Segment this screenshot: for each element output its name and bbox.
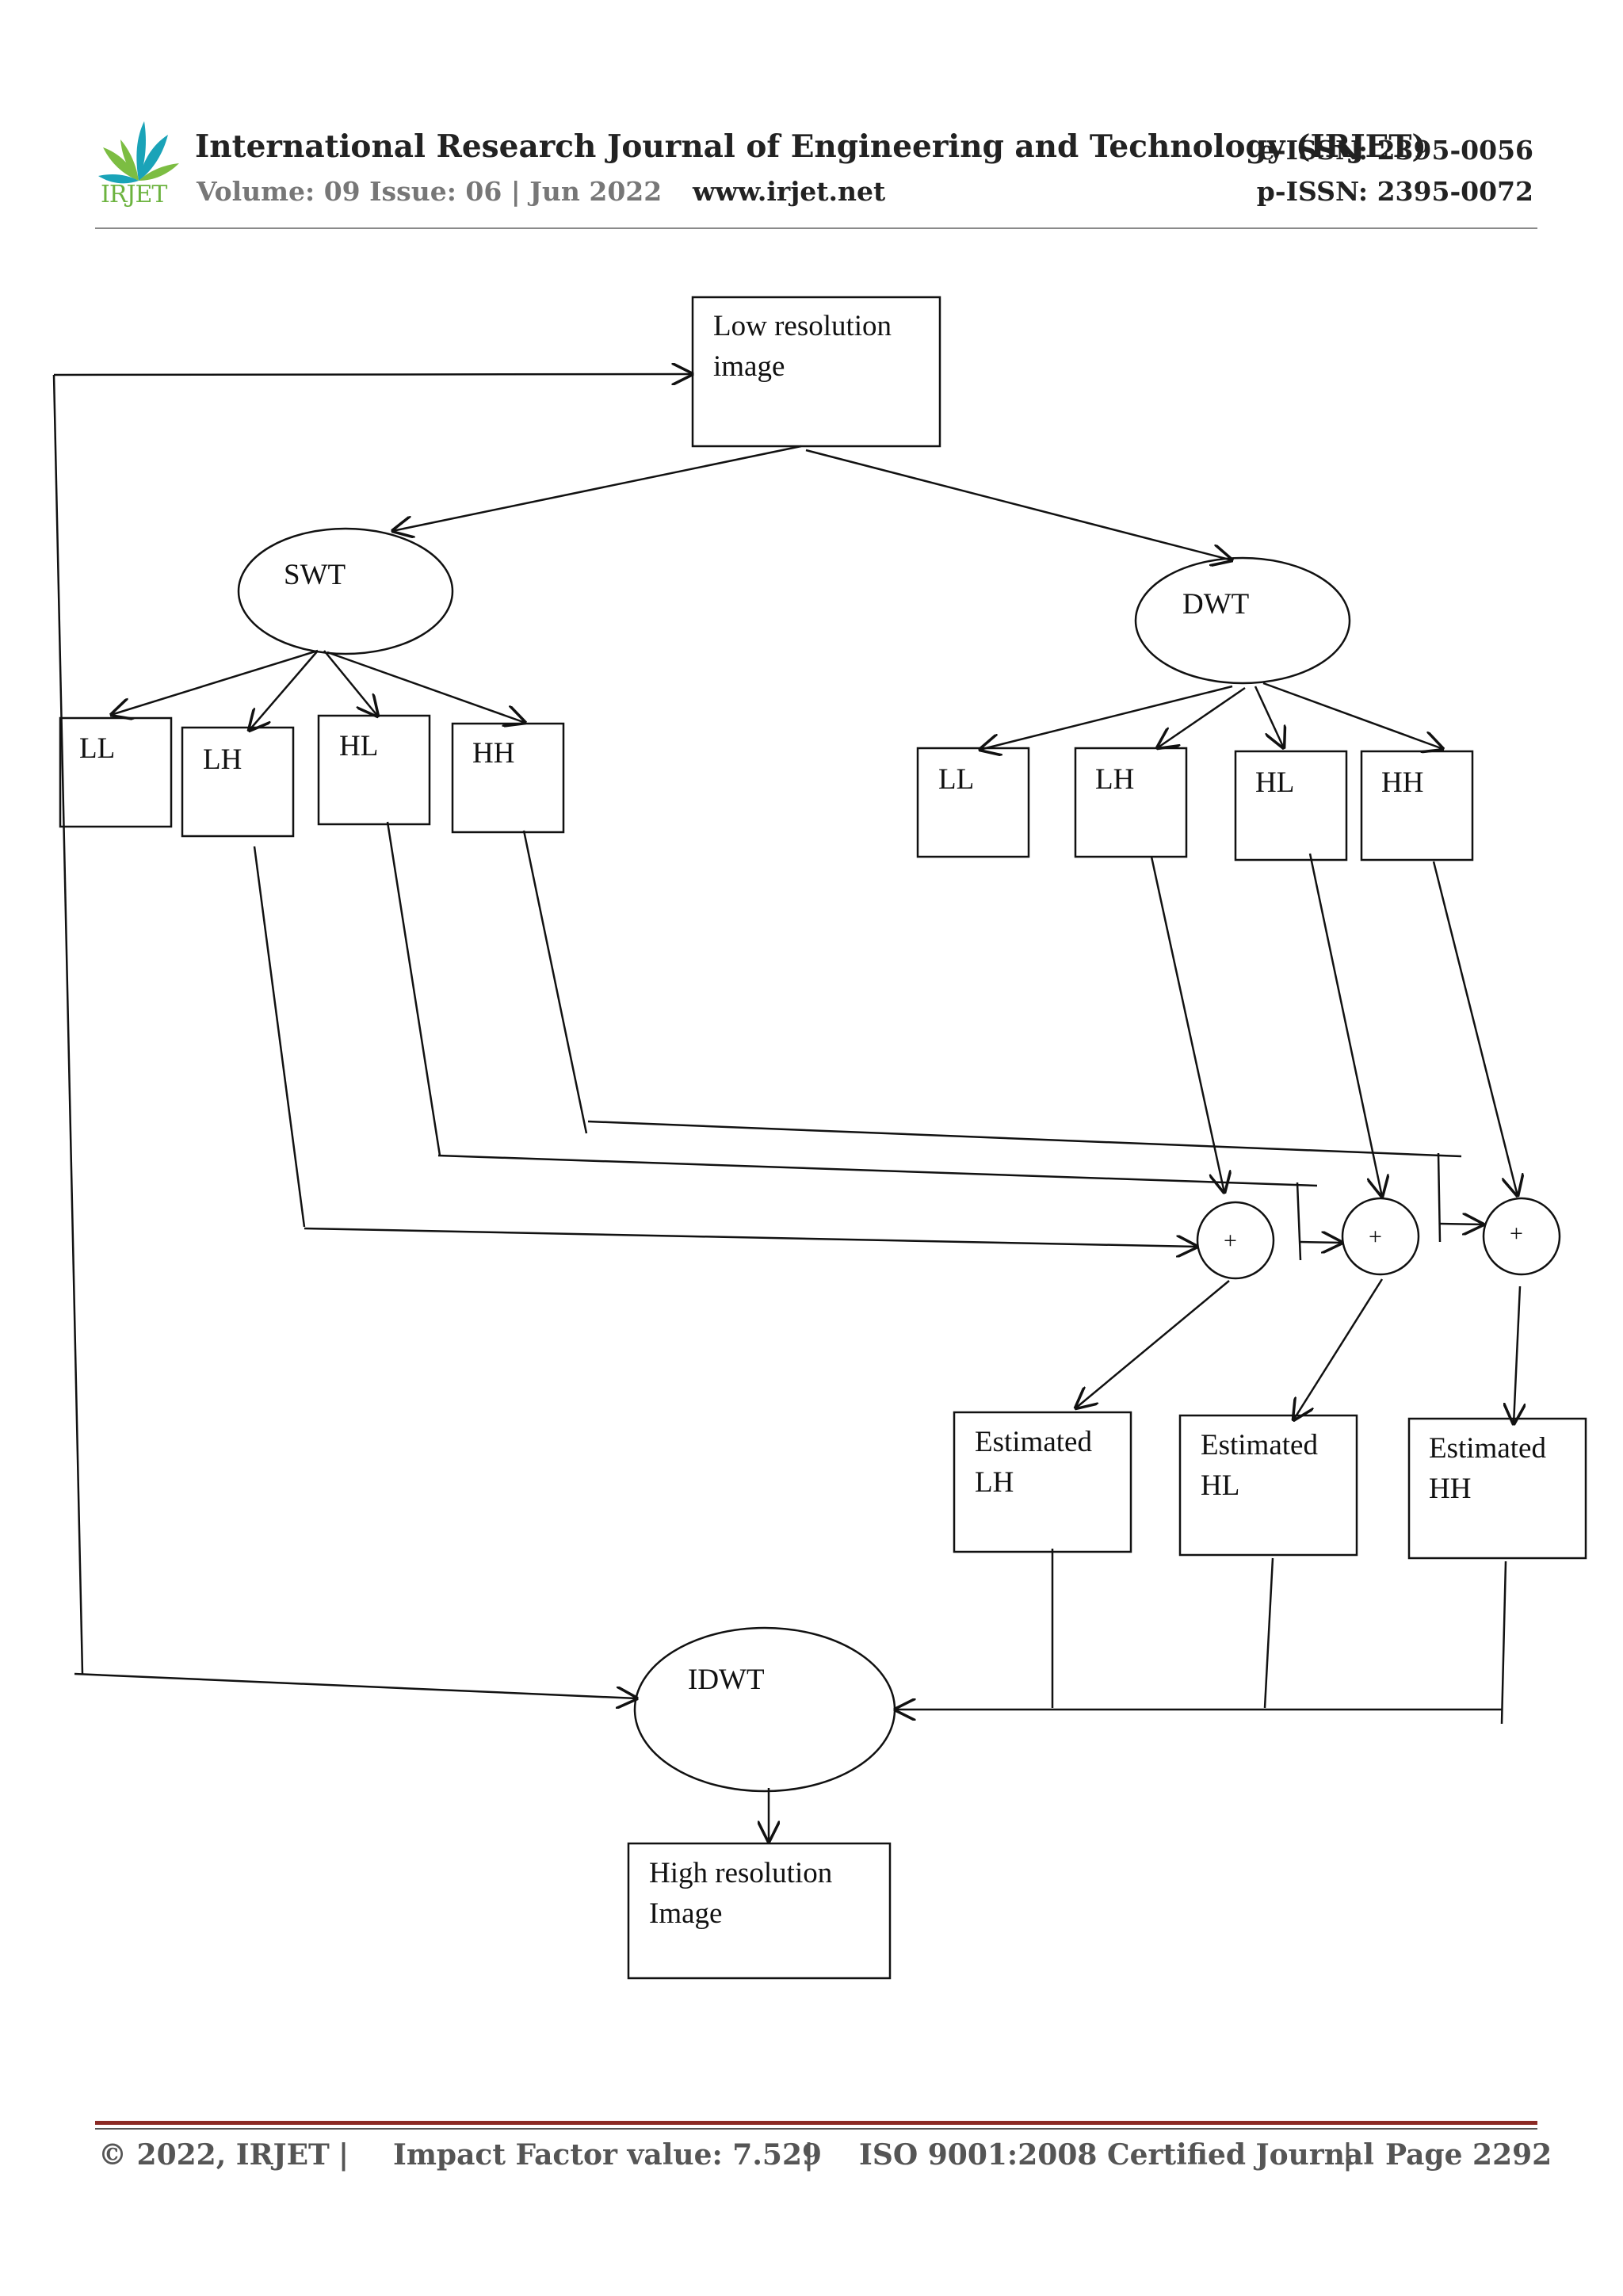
leaf-icon [98,121,179,184]
estimated-lh-line1: Estimated [975,1426,1092,1458]
adder-lh-sign: + [1224,1228,1237,1254]
dwt-ll-label: LL [938,763,974,796]
estimated-hh-line1: Estimated [1429,1432,1546,1465]
journal-title: International Research Journal of Engine… [195,128,1426,165]
connectors [52,374,1520,1842]
footer-separator: | [1342,2138,1354,2172]
adder-hl-sign: + [1369,1224,1382,1250]
footer-copyright: © 2022, IRJET [98,2138,330,2172]
output-label-line1: High resolution [649,1857,832,1889]
swt-lh-box [181,726,295,838]
page-footer: © 2022, IRJET | Impact Factor value: 7.5… [98,2138,1552,2178]
swt-ll-box [59,716,173,828]
e-issn: e-ISSN: 2395-0056 [1258,135,1533,166]
dwt-label: DWT [1182,588,1249,621]
swt-ll-label: LL [79,732,115,765]
footer-page-number: Page 2292 [1385,2138,1552,2172]
dwt-hh-label: HH [1381,766,1423,799]
dwt-node [1134,556,1351,685]
dwt-hl-label: HL [1255,766,1294,799]
dwt-hh-box [1360,750,1474,861]
estimated-hl-line1: Estimated [1201,1429,1318,1461]
estimated-lh-line2: LH [975,1466,1014,1499]
dwt-lh-label: LH [1095,763,1134,796]
estimated-lh-box [953,1411,1132,1553]
input-label-line1: Low resolution [713,310,892,342]
high-resolution-image-box [627,1842,892,1980]
logo-text: IRJET [101,181,167,208]
swt-hl-label: HL [339,730,378,762]
footer-divider-red [95,2121,1537,2125]
dwt-lh-box [1074,747,1188,858]
irjet-logo [98,121,179,184]
swt-label: SWT [284,559,346,591]
idwt-node [633,1626,896,1793]
input-label-line2: image [713,350,785,383]
volume-issue: Volume: 09 Issue: 06 | Jun 2022 [197,176,663,207]
estimated-hl-box [1178,1414,1358,1557]
footer-divider-gray [95,2128,1537,2130]
footer-impact-factor: Impact Factor value: 7.529 [393,2138,823,2172]
estimated-hh-line2: HH [1429,1473,1471,1505]
adder-hh-sign: + [1510,1221,1523,1247]
swt-lh-label: LH [203,743,242,776]
footer-iso: ISO 9001:2008 Certified Journal [859,2138,1374,2172]
journal-url[interactable]: www.irjet.net [693,176,886,207]
footer-separator: | [338,2138,349,2172]
page-header: IRJET International Research Journal of … [0,0,1623,238]
estimated-hh-box [1407,1417,1587,1560]
swt-node [237,527,454,655]
p-issn: p-ISSN: 2395-0072 [1256,176,1533,207]
swt-hh-label: HH [472,737,514,770]
estimated-hl-line2: HL [1201,1469,1239,1502]
header-divider [95,227,1537,229]
output-label-line2: Image [649,1897,722,1930]
dwt-ll-box [916,747,1030,858]
footer-separator: | [804,2138,815,2172]
dwt-hl-box [1234,750,1348,861]
idwt-label: IDWT [688,1664,765,1696]
